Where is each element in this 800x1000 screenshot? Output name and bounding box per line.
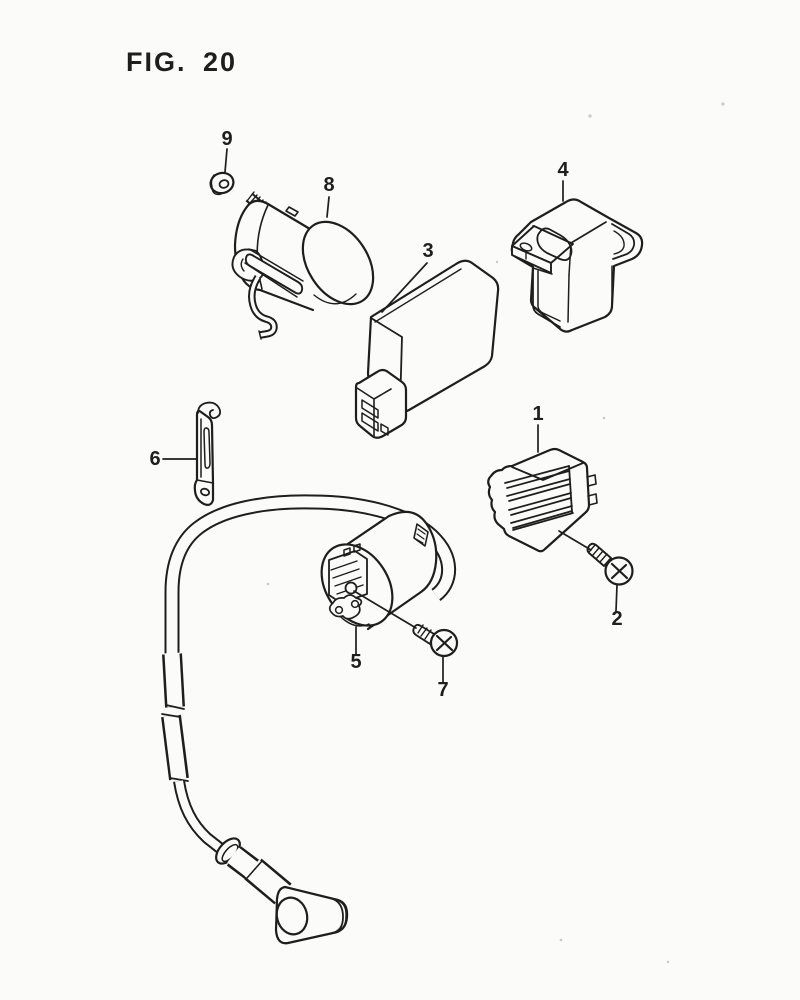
part-8-starter-relay — [231, 191, 375, 340]
callout-9: 9 — [221, 128, 232, 150]
part-6-bracket — [193, 401, 222, 506]
callout-3: 3 — [422, 240, 433, 262]
leader-line-8 — [326, 196, 330, 218]
callout-1: 1 — [532, 403, 543, 425]
part-7-screw — [412, 623, 459, 658]
part-3-cdi-unit — [354, 259, 500, 439]
leader-line-9 — [224, 148, 228, 173]
scan-noise-specks — [266, 102, 725, 964]
part-4-cover — [510, 198, 644, 333]
leader-line-1-to-2 — [558, 530, 592, 551]
bracket-hole — [199, 487, 211, 497]
callout-7: 7 — [437, 679, 448, 701]
callout-5: 5 — [350, 651, 361, 673]
part-1-regulator-rectifier — [487, 447, 598, 553]
leader-line-3 — [381, 262, 428, 313]
part-9-nut — [209, 171, 235, 196]
part-2-screw — [586, 542, 634, 586]
callout-8: 8 — [323, 174, 334, 196]
high-tension-cable — [161, 494, 456, 854]
callout-6: 6 — [149, 448, 160, 470]
leader-line-2 — [615, 584, 618, 612]
spark-plug-cap — [215, 837, 349, 945]
figure-title: FIG. 20 — [126, 47, 237, 77]
leader-lines — [162, 148, 618, 683]
callout-2: 2 — [611, 608, 622, 630]
leader-line-5-to-7 — [353, 590, 417, 629]
phillips-cross-icon — [435, 634, 454, 652]
phillips-cross-icon — [610, 562, 629, 580]
callout-4: 4 — [557, 159, 569, 181]
part-5-ignition-coil — [320, 510, 438, 631]
